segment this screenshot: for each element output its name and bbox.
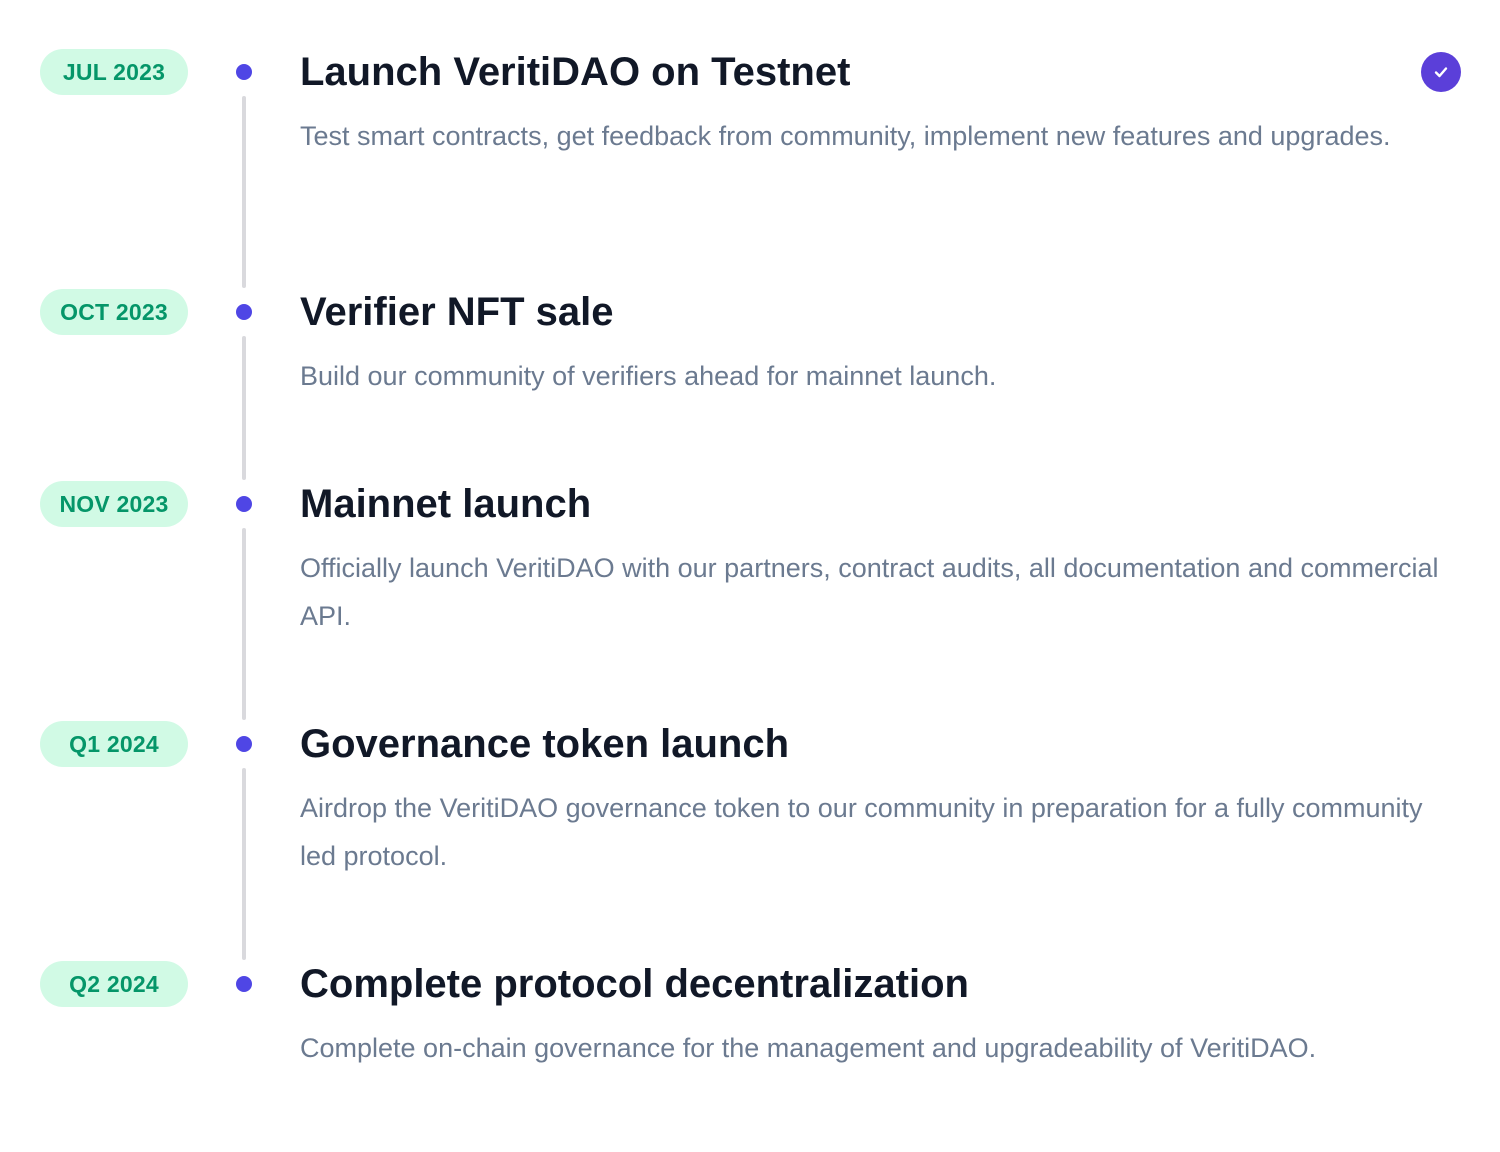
date-badge: OCT 2023 (40, 289, 188, 335)
milestone-description: Complete on-chain governance for the man… (300, 1033, 1317, 1063)
timeline-connector (242, 768, 246, 960)
timeline-dot-icon (236, 304, 252, 320)
timeline-connector (242, 96, 246, 288)
timeline-dot-icon (236, 736, 252, 752)
milestone-title: Complete protocol decentralization (300, 962, 969, 1006)
check-circle-icon (1421, 52, 1461, 92)
milestone-title: Mainnet launch (300, 482, 592, 526)
milestone-description: Officially launch VeritiDAO with our par… (300, 553, 1439, 631)
timeline-connector (242, 336, 246, 480)
timeline-connector (242, 528, 246, 720)
check-icon (1434, 67, 1448, 78)
date-badge: Q2 2024 (40, 961, 188, 1007)
milestone-description: Test smart contracts, get feedback from … (300, 121, 1391, 151)
milestone-title: Verifier NFT sale (300, 290, 614, 334)
timeline-dot-icon (236, 976, 252, 992)
date-badge: JUL 2023 (40, 49, 188, 95)
milestone-description: Build our community of verifiers ahead f… (300, 361, 997, 391)
milestone-title: Launch VeritiDAO on Testnet (300, 50, 851, 94)
timeline-dot-icon (236, 64, 252, 80)
date-badge: NOV 2023 (40, 481, 188, 527)
milestone-title: Governance token launch (300, 722, 790, 766)
timeline-dot-icon (236, 496, 252, 512)
date-badge: Q1 2024 (40, 721, 188, 767)
milestone-description: Airdrop the VeritiDAO governance token t… (300, 793, 1423, 871)
